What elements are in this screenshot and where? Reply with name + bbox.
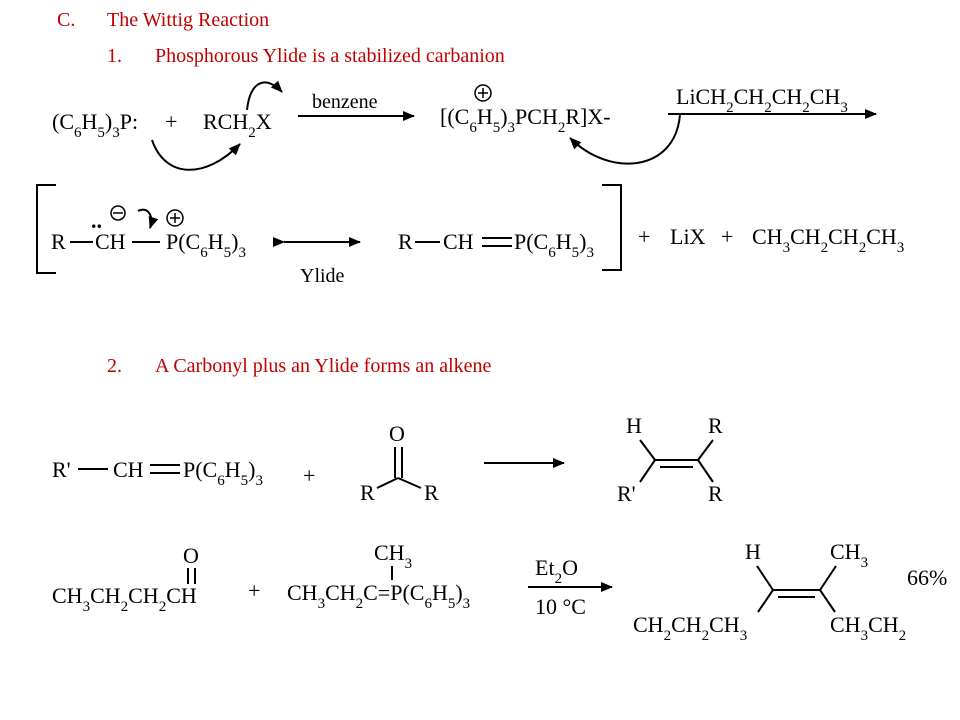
alkene-r2: R'	[617, 481, 636, 506]
plus-sign-3: +	[721, 224, 733, 249]
carbonyl-oxygen: O	[389, 421, 405, 446]
right-bracket	[602, 184, 622, 271]
product-ethyl: CH3CH2	[830, 612, 906, 644]
carbonyl-bond-r1	[376, 477, 399, 489]
heading-number: C.	[57, 9, 76, 31]
heading-title: The Wittig Reaction	[107, 9, 270, 31]
plus-sign-4: +	[303, 463, 315, 488]
point-2-text: A Carbonyl plus an Ylide forms an alkene	[155, 355, 492, 377]
alkene-bond-r2	[639, 459, 656, 483]
product-h: H	[745, 539, 761, 564]
general-ylide-ch: CH	[113, 457, 144, 482]
plus-sign-5: +	[248, 578, 260, 603]
curved-arrow-leaving	[246, 80, 283, 111]
product-bond-h	[756, 565, 774, 591]
general-ylide-p: P(C6H5)3	[183, 457, 263, 489]
ylide-right-p: P(C6H5)3	[514, 229, 594, 261]
negative-charge-icon	[110, 205, 126, 221]
curved-arrow-deprotonation	[569, 113, 681, 165]
alkyl-halide: RCH2X	[203, 109, 272, 141]
ylide-right-r: R	[398, 229, 413, 254]
alkene-bond-r3	[697, 459, 714, 483]
triphenylphosphine: (C6H5)3P:	[52, 109, 138, 141]
plus-sign: +	[165, 109, 177, 134]
positive-charge-icon	[474, 84, 492, 102]
alkene-bond-h	[639, 439, 656, 461]
product-propyl: CH2CH2CH3	[633, 612, 747, 644]
ylide-left-ch: CH	[95, 229, 126, 254]
ylide-methyl: CH3	[374, 540, 412, 572]
ylide-example: CH3CH2C=P(C6H5)3	[287, 580, 470, 612]
ylide-left-r: R	[51, 229, 66, 254]
product-methyl: CH3	[830, 539, 868, 571]
positive-charge-icon	[166, 209, 184, 227]
phosphonium-salt: [(C6H5)3PCH2R]X-	[440, 104, 611, 136]
ylide-right-ch: CH	[443, 229, 474, 254]
butanal: CH3CH2CH2CH	[52, 583, 197, 615]
solvent-benzene: benzene	[312, 91, 378, 113]
product-bond-ethyl	[819, 589, 836, 613]
lone-pair: ..	[91, 208, 102, 233]
carbonyl-r2: R	[424, 480, 439, 505]
product-bond-propyl	[757, 589, 774, 613]
lithium-halide: LiX	[670, 224, 706, 249]
solvent-ether: Et2O	[535, 555, 578, 587]
ylide-label: Ylide	[300, 265, 345, 287]
alkene-r1: R	[708, 413, 723, 438]
point-1-text: Phosphorous Ylide is a stabilized carban…	[155, 45, 505, 67]
butyllithium: LiCH2CH2CH2CH3	[676, 84, 848, 116]
carbonyl-bond-r2	[397, 477, 422, 489]
curved-arrow-resonance	[137, 208, 159, 229]
yield: 66%	[907, 565, 947, 590]
alkene-r3: R	[708, 481, 723, 506]
point-2-number: 2.	[107, 355, 122, 377]
carbonyl-r1: R	[360, 480, 375, 505]
alkene-h: H	[626, 413, 642, 438]
alkene-bond-r1	[697, 439, 714, 461]
butane: CH3CH2CH2CH3	[752, 224, 904, 256]
plus-sign-2: +	[638, 224, 650, 249]
product-bond-methyl	[819, 565, 837, 591]
point-1-number: 1.	[107, 45, 122, 67]
general-ylide-r: R'	[52, 457, 71, 482]
curved-arrow-attack	[151, 139, 241, 171]
ylide-left-p: P(C6H5)3	[166, 229, 246, 261]
aldehyde-oxygen: O	[183, 543, 199, 568]
left-bracket	[36, 184, 56, 274]
temperature: 10 °C	[535, 594, 586, 619]
